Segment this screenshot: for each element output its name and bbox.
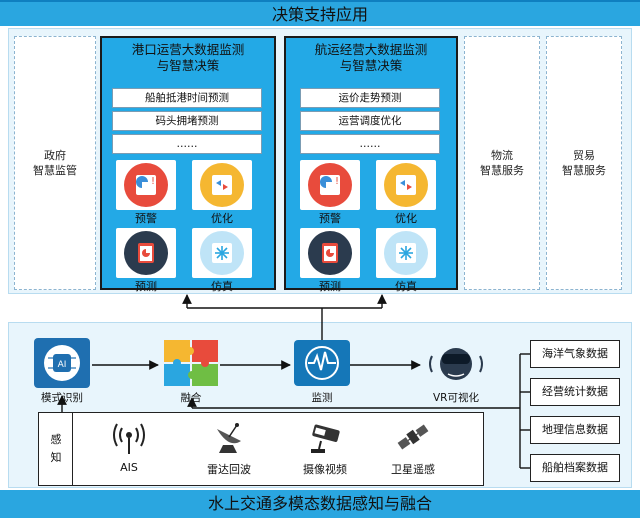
port-tile-predict-label: 预测	[135, 280, 157, 293]
port-tile-optimize-label: 优化	[211, 212, 233, 225]
shipping-tile-simulate-label: 仿真	[395, 280, 417, 293]
port-tile-optimize	[192, 160, 252, 210]
pattern-recognition-label: 模式识别	[41, 392, 83, 404]
predict-icon	[308, 231, 352, 275]
decision-support-title: 决策支持应用	[0, 0, 640, 26]
trade-sublabel: 智慧服务	[562, 164, 606, 177]
fusion-node	[162, 338, 220, 388]
shipping-tile-simulate	[376, 228, 436, 278]
port-tile-simulate	[192, 228, 252, 278]
shipping-tile-optimize	[376, 160, 436, 210]
fusion-label: 融合	[180, 392, 202, 404]
simulate-icon	[200, 231, 244, 275]
shipping-row-more: ……	[300, 134, 440, 154]
source-geo-info: 地理信息数据	[530, 416, 620, 444]
shipping-operations-panel: 航运经营大数据监测 与智慧决策 运价走势预测 运营调度优化 …… ! 预警 优化…	[284, 36, 458, 293]
shipping-panel-title-line1: 航运经营大数据监测	[314, 42, 428, 57]
shipping-row-dispatch-optimize: 运营调度优化	[300, 111, 440, 131]
optimize-icon	[384, 163, 428, 207]
port-tile-predict	[116, 228, 176, 278]
shipping-tile-warning-label: 预警	[319, 212, 341, 225]
logistics-sublabel: 智慧服务	[480, 164, 524, 177]
source-business-stats: 经营统计数据	[530, 378, 620, 406]
shipping-tile-optimize-label: 优化	[395, 212, 417, 225]
sensing-label-cell: 感 知	[39, 413, 73, 485]
sensing-label-line1: 感	[50, 433, 62, 446]
trade-smart-service-box: 贸易 智慧服务	[546, 36, 622, 290]
vr-label: VR可视化	[433, 392, 479, 404]
logistics-label: 物流	[491, 149, 513, 162]
port-tile-warning-label: 预警	[135, 212, 157, 225]
sensing-satellite-label: 卫星遥感	[391, 463, 435, 476]
vr-headset-icon	[429, 348, 483, 380]
cctv-camera-icon	[305, 423, 345, 455]
logistics-smart-service-box: 物流 智慧服务	[464, 36, 540, 290]
trade-label: 贸易	[573, 149, 595, 162]
ais-icon	[111, 421, 147, 455]
sensing-radar-label: 雷达回波	[207, 463, 251, 476]
satellite-icon	[395, 419, 431, 455]
port-row-arrival-prediction: 船舶抵港时间预测	[112, 88, 262, 108]
gov-smart-supervision-box: 政府 智慧监管	[14, 36, 96, 290]
port-panel-title-line1: 港口运营大数据监测	[131, 42, 245, 57]
port-row-more: ……	[112, 134, 262, 154]
optimize-icon	[200, 163, 244, 207]
port-tile-simulate-label: 仿真	[211, 280, 233, 293]
port-panel-title: 港口运营大数据监测 与智慧决策	[102, 42, 274, 74]
monitoring-node	[294, 340, 350, 386]
shipping-tile-predict-label: 预测	[319, 280, 341, 293]
svg-text:AI: AI	[58, 360, 67, 370]
sensing-box: 感 知 AIS 雷达回波 摄像视频	[38, 412, 484, 486]
port-tile-warning: !	[116, 160, 176, 210]
gov-sublabel: 智慧监管	[33, 164, 77, 177]
shipping-tile-predict	[300, 228, 360, 278]
source-ocean-weather: 海洋气象数据	[530, 340, 620, 368]
sensing-ais-label: AIS	[120, 461, 138, 474]
predict-icon	[124, 231, 168, 275]
warning-icon: !	[308, 163, 352, 207]
monitoring-label: 监测	[311, 392, 333, 404]
shipping-tile-warning: !	[300, 160, 360, 210]
svg-text:!: !	[151, 176, 155, 187]
svg-text:!: !	[335, 176, 339, 187]
data-fusion-title: 水上交通多模态数据感知与融合	[0, 490, 640, 518]
port-operations-panel: 港口运营大数据监测 与智慧决策 船舶抵港时间预测 码头拥堵预测 …… ! 预警 …	[100, 36, 276, 293]
waveform-icon	[305, 346, 339, 380]
warning-icon: !	[124, 163, 168, 207]
ai-brain-icon: AI	[44, 345, 80, 381]
port-panel-title-line2: 与智慧决策	[156, 58, 220, 73]
sensing-video-label: 摄像视频	[303, 463, 347, 476]
shipping-row-freight-forecast: 运价走势预测	[300, 88, 440, 108]
radar-dish-icon	[211, 419, 247, 455]
gov-label: 政府	[44, 149, 66, 162]
shipping-panel-title-line2: 与智慧决策	[339, 58, 403, 73]
simulate-icon	[384, 231, 428, 275]
shipping-panel-title: 航运经营大数据监测 与智慧决策	[286, 42, 456, 74]
sensing-label-line2: 知	[50, 451, 62, 464]
pattern-recognition-node: AI	[34, 338, 90, 388]
vr-node	[424, 338, 488, 388]
source-ship-records: 船舶档案数据	[530, 454, 620, 482]
port-row-congestion-prediction: 码头拥堵预测	[112, 111, 262, 131]
puzzle-icon	[164, 340, 218, 386]
